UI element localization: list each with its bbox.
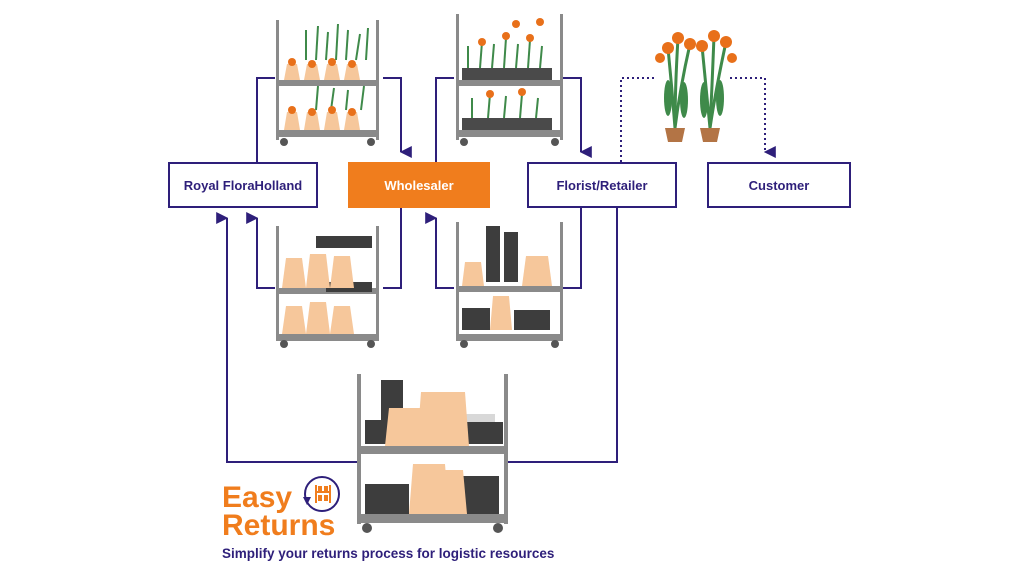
easy-returns-trolley-icon [357,374,508,533]
arrow-wholesaler-to-rfh [257,208,402,289]
empty-trolley-icon [276,226,379,348]
easy-returns-logo: Easy Returns [222,481,336,542]
arrow-florist-easy-returns-loop-right [508,208,618,463]
arrow-florist-to-wholesaler [436,208,582,289]
node-royal-florahooland: Royal FloraHolland [168,162,318,208]
brand-line-easy: Easy [222,481,293,514]
node-wholesaler: Wholesaler [348,162,490,208]
arrow-rfh-to-wholesaler [256,77,401,162]
return-arrow-icon [303,476,340,512]
flower-trolley-icon [276,20,379,146]
empty-trolley-icon [456,222,563,348]
brand-line-returns: Returns [222,509,336,542]
arrow-florist-easy-returns-loop-left [216,212,357,463]
flower-trolley-icon [456,14,563,146]
node-florist-retailer: Florist/Retailer [527,162,677,208]
arrow-florist-to-customer [620,77,765,162]
arrow-wholesaler-to-florist [435,77,581,162]
dotted-connector [620,77,765,162]
brand-tagline: Simplify your returns process for logist… [222,546,555,561]
connectors [216,77,618,463]
potted-flowers-icon [655,30,737,142]
node-customer: Customer [707,162,851,208]
